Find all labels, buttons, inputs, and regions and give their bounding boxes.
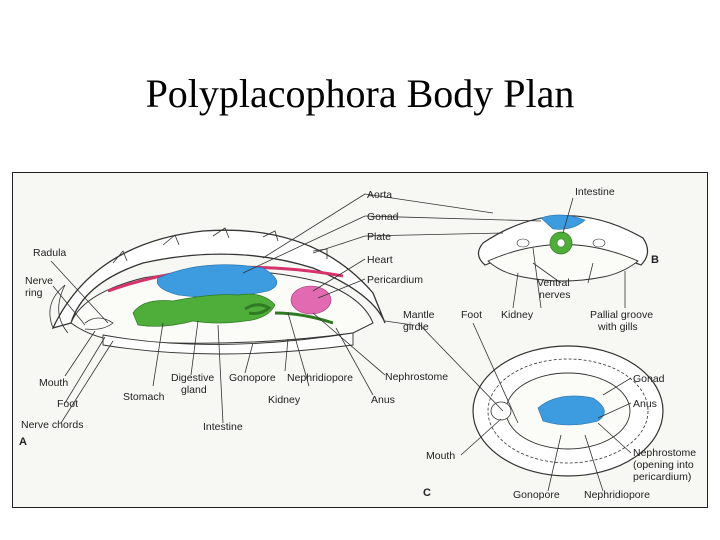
label-anus-a: Anus: [371, 394, 395, 406]
leader-lines: [50, 193, 632, 492]
label-mantle-girdle-line-1: Mantle: [403, 309, 435, 321]
label-nephridiopore-c: Nephridiopore: [584, 489, 650, 501]
panel-label-c: C: [423, 487, 431, 499]
label-nephrostome-c: Nephrostome (opening into pericardium): [633, 447, 699, 483]
panel-label-a: A: [19, 436, 27, 448]
gut-a: [132, 293, 276, 327]
label-pallial-groove-line-1: Pallial groove: [590, 309, 653, 321]
label-kidney-a: Kidney: [268, 394, 301, 406]
foot-a: [102, 332, 354, 355]
label-mantle-girdle: Mantle girdle: [403, 309, 437, 333]
label-digestive-gland: Digestive gland: [171, 372, 217, 396]
label-intestine-b: Intestine: [575, 186, 615, 198]
anatomy-drawing: A B C: [19, 186, 699, 501]
label-digestive-gland-line-1: Digestive: [171, 372, 214, 384]
label-aorta: Aorta: [367, 189, 392, 201]
label-nephrostome-c-line-3: pericardium): [633, 471, 691, 483]
label-foot-b: Foot: [461, 309, 482, 321]
label-radula: Radula: [33, 247, 66, 259]
label-nephrostome-c-line-1: Nephrostome: [633, 447, 696, 459]
label-plate: Plate: [367, 231, 391, 243]
label-foot-a: Foot: [57, 398, 78, 410]
label-mouth-c: Mouth: [426, 450, 455, 462]
label-mantle-girdle-line-2: girdle: [403, 321, 429, 333]
label-ventral-nerves-line-2: nerves: [539, 289, 571, 301]
label-ventral-nerves-line-1: Ventral: [537, 277, 570, 289]
gonad-a: [156, 264, 278, 298]
label-nerve-ring-line-2: ring: [25, 287, 43, 299]
label-intestine-a: Intestine: [203, 421, 243, 433]
label-nephrostome-a: Nephrostome: [385, 371, 448, 383]
panel-c-ventral-view: [472, 345, 664, 477]
panel-label-b: B: [651, 254, 659, 266]
gonad-b: [540, 214, 586, 230]
panel-a-side-view: [49, 227, 386, 355]
label-pallial-groove-line-2: with gills: [597, 321, 638, 333]
label-mouth-a: Mouth: [39, 377, 68, 389]
label-nephridiopore-a: Nephridiopore: [287, 372, 353, 384]
panel-b-cross-section: [477, 214, 649, 282]
label-nerve-chords: Nerve chords: [21, 419, 83, 431]
label-anus-c: Anus: [633, 398, 657, 410]
chiton-anatomy-figure: A B C: [12, 172, 708, 508]
label-nephrostome-c-line-2: (opening into: [633, 459, 694, 471]
label-digestive-gland-line-2: gland: [181, 384, 207, 396]
label-pericardium: Pericardium: [367, 274, 423, 286]
pericardium-a: [290, 285, 332, 315]
label-nerve-ring: Nerve ring: [25, 275, 56, 299]
slide-title: Polyplacophora Body Plan: [145, 71, 575, 116]
label-gonad-c: Gonad: [633, 373, 665, 385]
gonad-c: [537, 395, 605, 426]
label-ventral-nerves: Ventral nerves: [537, 277, 573, 301]
shell-plates: [51, 229, 386, 330]
label-heart: Heart: [367, 254, 393, 266]
label-gonopore-c: Gonopore: [513, 489, 560, 501]
label-pallial-groove: Pallial groove with gills: [590, 309, 656, 333]
label-gonad-a: Gonad: [367, 211, 399, 223]
label-kidney-b: Kidney: [501, 309, 534, 321]
label-nerve-ring-line-1: Nerve: [25, 275, 53, 287]
label-gonopore-a: Gonopore: [229, 372, 276, 384]
pallial-groove-c: [487, 358, 649, 464]
label-stomach: Stomach: [123, 391, 165, 403]
